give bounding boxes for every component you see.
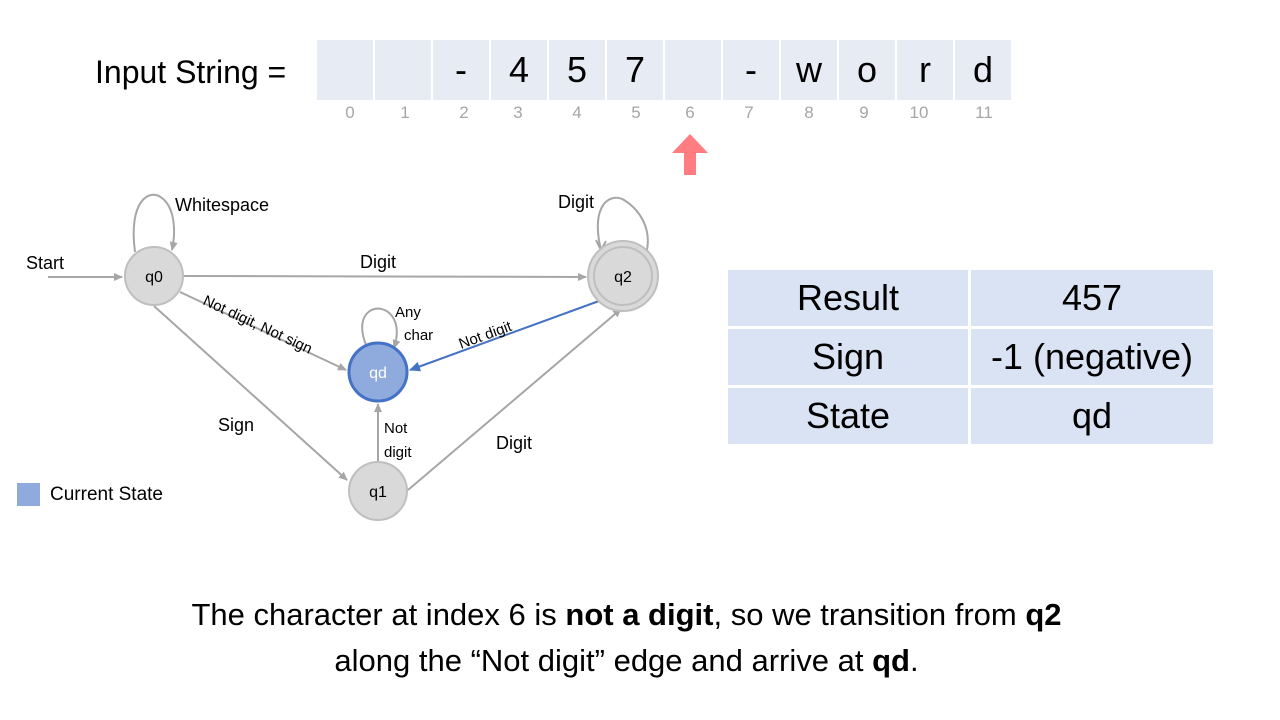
input-cell: [317, 40, 373, 100]
edge-q0-q1: [153, 305, 348, 481]
edge-label-q2-self: Digit: [558, 192, 594, 212]
state-machine-diagram: Start Whitespace Digit Not digit, Not si…: [26, 192, 659, 521]
index-label: 8: [804, 103, 814, 122]
edge-q0-qd: [179, 291, 347, 371]
legend-swatch: [17, 483, 40, 506]
caption-text: .: [909, 643, 919, 678]
state-label-q2: q2: [614, 269, 632, 286]
state-q1: q1: [348, 461, 408, 521]
index-label: 9: [859, 103, 869, 122]
edge-label-q0-q1: Sign: [218, 415, 254, 435]
edge-q1-q2: [407, 308, 622, 491]
edge-label-qd-self-line2: char: [404, 327, 433, 344]
input-cell: -: [433, 40, 489, 100]
edge-label-qd-self-line1: Any: [395, 304, 421, 321]
table-value: qd: [968, 385, 1216, 447]
caption-text: along the “Not digit” edge and arrive at: [334, 643, 873, 678]
edge-label-q0-qd: Not digit, Not sign: [200, 292, 314, 357]
table-value: 457: [968, 267, 1216, 329]
index-label: 0: [345, 103, 355, 122]
index-label: 11: [975, 103, 993, 122]
table-row: Sign -1 (negative): [725, 326, 1216, 388]
input-cell: -: [723, 40, 779, 100]
status-table: Result 457 Sign -1 (negative) State qd: [725, 267, 1216, 447]
input-cell: [665, 40, 721, 100]
edge-q0-q2: [183, 272, 587, 281]
edge-label-q0-self: Whitespace: [175, 195, 269, 215]
edge-label-q1-q2: Digit: [496, 433, 532, 453]
table-row: Result 457: [725, 267, 1216, 329]
edge-q2-self: [596, 196, 649, 251]
caption-bold: qd: [872, 643, 910, 678]
input-cell: o: [839, 40, 895, 100]
input-cell: 7: [607, 40, 663, 100]
state-label-qd: qd: [369, 365, 387, 382]
table-key: Result: [725, 267, 971, 329]
input-cell: d: [955, 40, 1011, 100]
state-q0: q0: [124, 246, 184, 306]
table-key: Sign: [725, 326, 971, 388]
state-qd-current: qd: [347, 341, 409, 403]
edge-q2-qd-active: [409, 300, 600, 372]
input-cell: 4: [491, 40, 547, 100]
edge-label-q1-qd-line1: Not: [384, 420, 408, 437]
edge-q0-self: [132, 193, 178, 253]
index-label: 6: [685, 103, 695, 122]
edge-label-q2-qd: Not digit: [457, 318, 515, 353]
caption-text: The character at index 6 is: [191, 597, 566, 632]
index-label: 2: [459, 103, 469, 122]
input-cell: r: [897, 40, 953, 100]
input-string-label: Input String =: [95, 54, 287, 90]
state-q2: q2: [587, 240, 659, 312]
index-label: 7: [744, 103, 754, 122]
edge-label-q0-q2: Digit: [360, 252, 396, 272]
state-label-q0: q0: [145, 269, 163, 286]
index-label: 10: [909, 103, 929, 122]
pointer-arrow-icon: [672, 134, 708, 175]
edge-qd-self: [361, 307, 401, 349]
legend-label: Current State: [50, 483, 163, 505]
table-key: State: [725, 385, 971, 447]
index-label: 4: [572, 103, 582, 122]
state-label-q1: q1: [369, 484, 387, 501]
caption-line-2: along the “Not digit” edge and arrive at…: [0, 638, 1253, 684]
caption-bold: q2: [1025, 597, 1062, 632]
index-label: 3: [513, 103, 523, 122]
index-label: 5: [631, 103, 641, 122]
index-label: 1: [400, 103, 410, 122]
caption-line-1: The character at index 6 is not a digit,…: [0, 592, 1253, 638]
edge-label-q1-qd-line2: digit: [384, 444, 412, 461]
table-value: -1 (negative): [968, 326, 1216, 388]
table-row: State qd: [725, 385, 1216, 447]
caption-bold: not a digit: [565, 597, 714, 632]
caption-text: , so we transition from: [713, 597, 1026, 632]
edge-label-start: Start: [26, 253, 64, 273]
input-cell: w: [781, 40, 837, 100]
input-cell: 5: [549, 40, 605, 100]
input-cell: [375, 40, 431, 100]
legend: Current State: [17, 483, 163, 506]
caption: The character at index 6 is not a digit,…: [0, 592, 1253, 684]
